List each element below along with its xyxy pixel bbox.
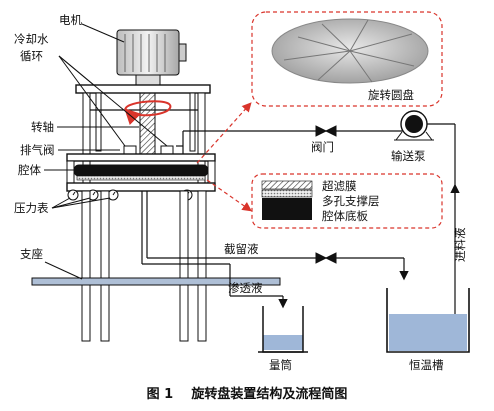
label-valve: 阀门: [311, 140, 334, 154]
membrane-callout: [206, 173, 443, 229]
chamber: [66, 153, 216, 192]
label-shaft: 转轴: [31, 120, 54, 134]
feed-pump: [394, 110, 434, 141]
valve-retentate: [315, 252, 337, 264]
label-motor: 电机: [59, 13, 82, 27]
support-base-plate: [31, 277, 281, 286]
label-measuring-cylinder: 量筒: [269, 358, 292, 372]
figure-caption: 图 1 旋转盘装置结构及流程简图: [147, 386, 348, 402]
label-retentate: 截留液: [224, 242, 259, 256]
label-thermostatic-tank: 恒温槽: [409, 358, 444, 372]
label-feed-pump: 输送泵: [391, 149, 426, 163]
label-ultrafiltration-membrane: 超滤膜: [322, 179, 357, 193]
piping: [141, 123, 460, 318]
thermostatic-tank: [386, 288, 470, 353]
label-pressure-gauge: 压力表: [14, 201, 49, 215]
rotating-disk-illustration: [271, 18, 429, 84]
label-vent-valve: 排气阀: [20, 143, 55, 157]
label-chamber-bottom-plate: 腔体底板: [322, 209, 368, 223]
disk-callout: [196, 11, 443, 164]
label-cooling-water-2: 循环: [20, 49, 43, 63]
label-permeate: 渗透液: [228, 281, 263, 295]
label-porous-support-layer: 多孔支撑层: [322, 194, 380, 208]
motor: [116, 29, 187, 86]
stand-legs: [81, 190, 207, 342]
leader-lines: [44, 23, 168, 280]
label-cooling-water-1: 冷却水: [14, 32, 49, 46]
membrane-layers: [261, 180, 313, 220]
measuring-cylinder: [258, 306, 308, 353]
label-support: 支座: [20, 247, 43, 261]
label-rotating-disk: 旋转圆盘: [368, 88, 414, 102]
label-feed-liquid: 进料液: [453, 227, 467, 262]
label-chamber: 腔体: [18, 163, 41, 177]
valve-top: [315, 125, 337, 137]
